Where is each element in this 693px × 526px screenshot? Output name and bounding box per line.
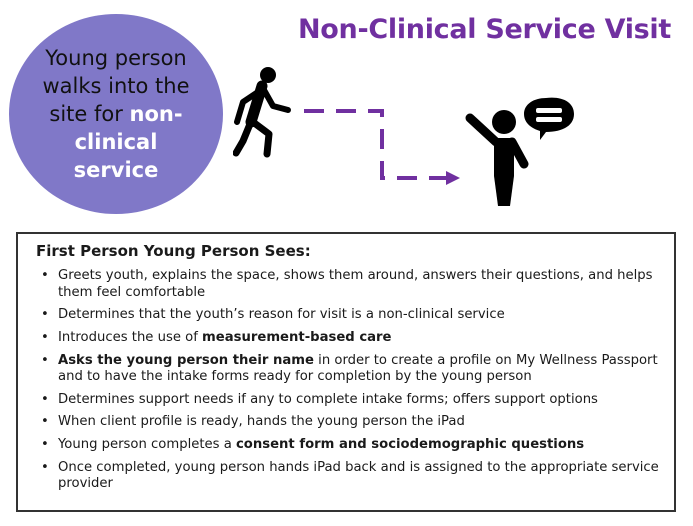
circle-text-bold: non-clinical service	[73, 102, 183, 182]
list-item: When client profile is ready, hands the …	[36, 414, 660, 431]
list-item: Young person completes a consent form an…	[36, 437, 660, 454]
dashed-arrow-icon	[304, 109, 460, 185]
list-item: Greets youth, explains the space, shows …	[36, 268, 660, 301]
person-with-speech-bubble-icon	[465, 97, 574, 206]
task-list: Greets youth, explains the space, shows …	[36, 268, 660, 493]
box-heading: First Person Young Person Sees:	[36, 242, 311, 260]
circle-text: Young person walks into the site for non…	[31, 44, 201, 184]
walking-person-icon	[233, 67, 291, 158]
circle-text-plain: Young person walks into the site for	[42, 46, 190, 126]
start-circle: Young person walks into the site for non…	[9, 14, 223, 214]
list-item: Determines that the youth’s reason for v…	[36, 307, 660, 324]
page-title: Non-Clinical Service Visit	[297, 14, 671, 45]
list-item: Asks the young person their name in orde…	[36, 353, 660, 386]
first-person-box: First Person Young Person Sees: Greets y…	[16, 232, 676, 512]
list-item: Introduces the use of measurement-based …	[36, 330, 660, 347]
list-item: Once completed, young person hands iPad …	[36, 460, 660, 493]
list-item: Determines support needs if any to compl…	[36, 392, 660, 409]
